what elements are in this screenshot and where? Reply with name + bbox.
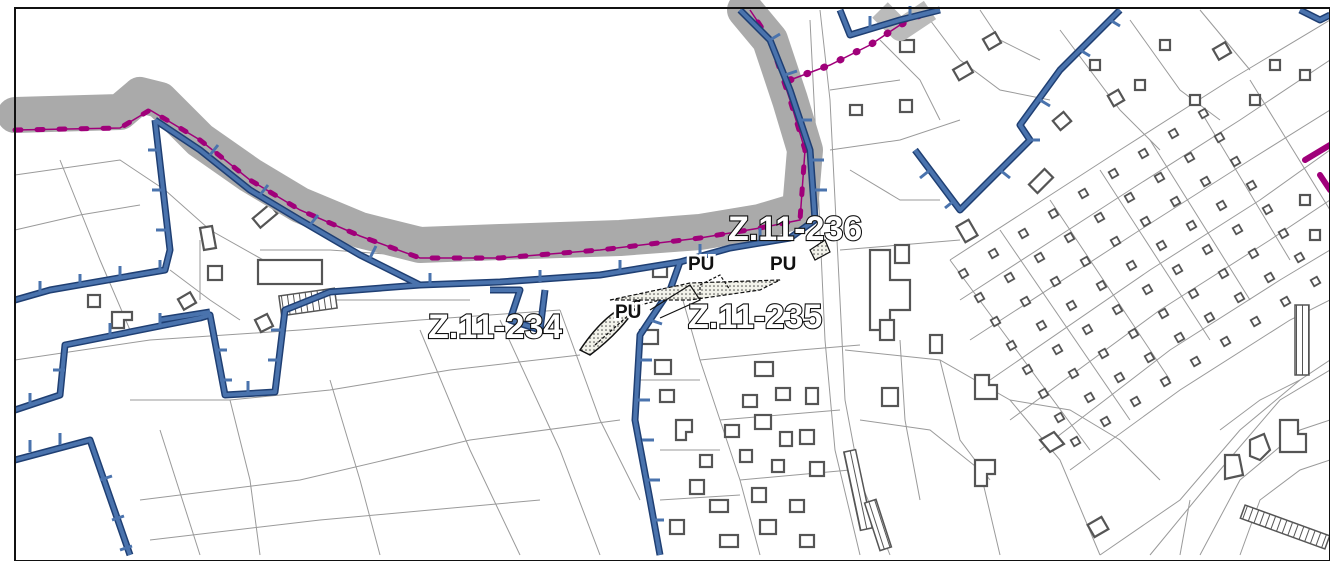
grid-building xyxy=(1309,275,1322,288)
grid-building xyxy=(1171,263,1184,276)
grid-building xyxy=(1249,315,1262,328)
grid-building xyxy=(1137,147,1150,160)
grid-building xyxy=(1167,127,1180,140)
grid-building xyxy=(1231,223,1244,236)
grid-building xyxy=(1111,303,1124,316)
grid-building xyxy=(1203,311,1216,324)
grid-building xyxy=(1049,275,1062,288)
grid-building xyxy=(1047,207,1060,220)
grid-building xyxy=(1107,167,1120,180)
grid-building xyxy=(1261,203,1274,216)
grid-building xyxy=(1153,171,1166,184)
grid-building xyxy=(1129,395,1142,408)
zone-label-235: Z.11-235 xyxy=(688,298,822,336)
grid-building xyxy=(1169,195,1182,208)
zone-label-236: Z.11-236 xyxy=(728,210,862,248)
grid-building xyxy=(1139,215,1152,228)
grid-building xyxy=(1141,283,1154,296)
grid-building xyxy=(1229,155,1242,168)
grid-building xyxy=(1125,259,1138,272)
pu-label-1: PU xyxy=(688,254,714,275)
grid-building xyxy=(1033,251,1046,264)
grid-building xyxy=(1173,331,1186,344)
grid-building xyxy=(1157,307,1170,320)
grid-building xyxy=(1113,371,1126,384)
grid-building xyxy=(1079,255,1092,268)
grid-building xyxy=(1277,227,1290,240)
grid-building xyxy=(1197,107,1210,120)
grid-building xyxy=(1219,335,1232,348)
pu-label-3: PU xyxy=(615,302,641,323)
grid-building xyxy=(1213,131,1226,144)
grid-building xyxy=(1189,355,1202,368)
grid-building xyxy=(987,247,1000,260)
grid-buildings xyxy=(957,107,1322,448)
grid-building xyxy=(957,267,970,280)
zone-label-234: Z.11-234 xyxy=(428,308,562,346)
grid-building xyxy=(1003,271,1016,284)
parcel-lines xyxy=(14,9,1330,556)
grid-building xyxy=(1201,243,1214,256)
grid-building xyxy=(1065,299,1078,312)
grid-building xyxy=(1067,367,1080,380)
map-labels: Z.11-234 Z.11-235 Z.11-236 PU PU PU xyxy=(427,209,863,347)
grid-building xyxy=(1245,179,1258,192)
grid-building xyxy=(1063,231,1076,244)
grid-building xyxy=(1185,219,1198,232)
grid-building xyxy=(1037,387,1050,400)
grid-building xyxy=(1127,327,1140,340)
grid-building xyxy=(1069,435,1082,448)
grid-building xyxy=(1083,391,1096,404)
grid-building xyxy=(1077,187,1090,200)
grid-building xyxy=(989,315,1002,328)
buildings xyxy=(86,30,1322,549)
zone-polygons xyxy=(578,239,831,356)
grid-building xyxy=(1215,199,1228,212)
blue-boundaries xyxy=(13,6,1330,557)
map-frame xyxy=(14,7,1330,561)
grid-building xyxy=(1187,287,1200,300)
grid-building xyxy=(1081,323,1094,336)
grid-building xyxy=(1183,151,1196,164)
grid-building xyxy=(1247,247,1260,260)
grid-building xyxy=(1095,279,1108,292)
grid-building xyxy=(1263,271,1276,284)
grid-building xyxy=(1051,343,1064,356)
grid-building xyxy=(1293,251,1306,264)
grid-building xyxy=(1109,235,1122,248)
grid-building xyxy=(1143,351,1156,364)
pu-label-2: PU xyxy=(770,254,796,275)
grid-building xyxy=(1159,375,1172,388)
grid-building xyxy=(1097,347,1110,360)
grid-building xyxy=(1279,295,1292,308)
grid-building xyxy=(1005,339,1018,352)
grid-building xyxy=(1199,175,1212,188)
grid-building xyxy=(973,291,986,304)
zone-polygon-235 xyxy=(609,279,781,301)
grid-building xyxy=(1035,319,1048,332)
grid-building xyxy=(1053,411,1066,424)
grid-building xyxy=(1217,267,1230,280)
grid-building xyxy=(1233,291,1246,304)
grid-building xyxy=(1155,239,1168,252)
zone-polygon-236 xyxy=(809,239,831,261)
grid-building xyxy=(1021,363,1034,376)
grid-building xyxy=(1093,211,1106,224)
grid-building xyxy=(1123,191,1136,204)
grid-building xyxy=(1019,295,1032,308)
grid-building xyxy=(1099,415,1112,428)
grid-building xyxy=(1017,227,1030,240)
